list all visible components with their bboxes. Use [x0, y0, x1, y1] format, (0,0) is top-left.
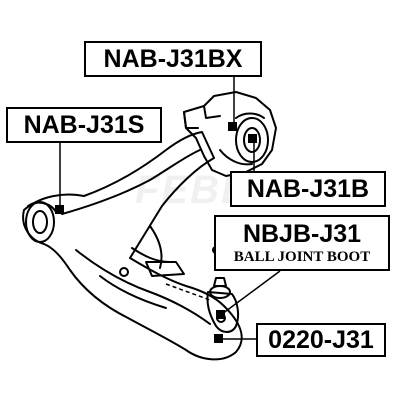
pointer-dot-bj: [216, 310, 225, 319]
part-label-nab-j31s[interactable]: NAB-J31S: [6, 107, 162, 143]
part-number-text: 0220-J31: [268, 325, 374, 354]
part-number-text: NAB-J31S: [23, 110, 145, 139]
part-number-text: NAB-J31BX: [103, 44, 243, 73]
part-number-text: NAB-J31B: [246, 174, 370, 203]
pointer-dot-b: [248, 134, 257, 143]
part-label-nab-j31bx[interactable]: NAB-J31BX: [84, 41, 262, 77]
part-label-0220-j31[interactable]: 0220-J31: [256, 323, 386, 357]
stud-dashed-line: [165, 283, 211, 301]
part-label-nbjb-j31[interactable]: NBJB-J31 BALL JOINT BOOT: [214, 215, 390, 271]
upper-bracket: [183, 91, 277, 177]
control-arm-outline: [22, 131, 243, 361]
leader-line-bj: [221, 270, 281, 315]
pointer-dot-bx: [228, 122, 237, 131]
pointer-dot-s: [55, 205, 64, 214]
part-label-nab-j31b[interactable]: NAB-J31B: [230, 171, 386, 207]
rear-bushing-drawing: [25, 201, 55, 243]
part-description-text: BALL JOINT BOOT: [233, 249, 371, 265]
pointer-dot-0220: [214, 334, 223, 343]
ball-joint-drawing: [206, 291, 240, 333]
part-number-text: NBJB-J31: [242, 220, 362, 248]
